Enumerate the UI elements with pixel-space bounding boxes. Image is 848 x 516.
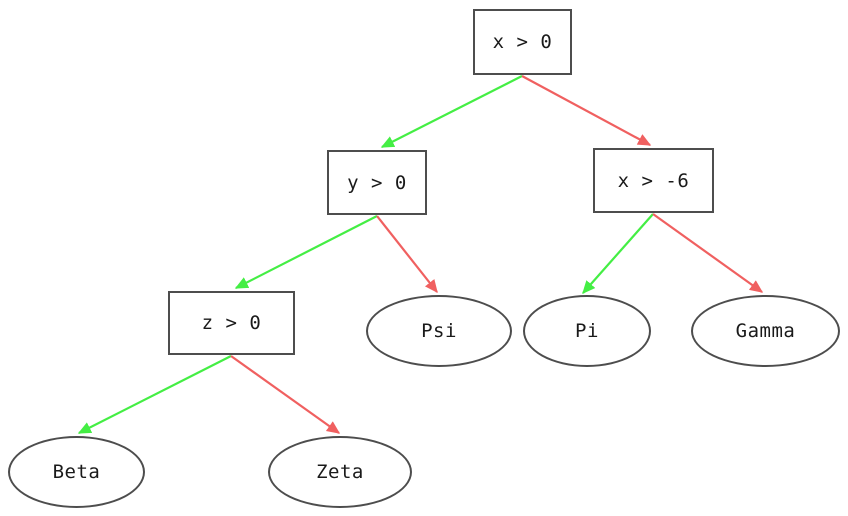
edge-n_x6-to-pi-true	[582, 213, 654, 294]
edge-root-to-n_x6-false	[521, 75, 652, 146]
node-label-beta: Beta	[52, 461, 101, 483]
node-label-n_x6: x > -6	[617, 169, 690, 192]
node-zeta[interactable]: Zeta	[268, 436, 412, 508]
node-n_z[interactable]: z > 0	[168, 291, 295, 355]
node-label-n_z: z > 0	[201, 312, 262, 334]
edge-n_z-to-beta-true	[77, 355, 232, 434]
node-pi[interactable]: Pi	[523, 295, 651, 367]
edge-n_x6-to-gamma-false	[652, 213, 764, 293]
node-label-root: x > 0	[492, 31, 553, 53]
node-label-psi: Psi	[421, 320, 457, 342]
node-label-gamma: Gamma	[735, 320, 796, 342]
node-n_x6[interactable]: x > -6	[593, 148, 714, 213]
node-label-pi: Pi	[575, 320, 599, 342]
node-n_y[interactable]: y > 0	[327, 150, 427, 215]
node-psi[interactable]: Psi	[366, 295, 512, 367]
node-beta[interactable]: Beta	[8, 436, 145, 508]
node-label-zeta: Zeta	[316, 461, 364, 483]
node-gamma[interactable]: Gamma	[691, 295, 840, 367]
edge-root-to-n_y-true	[380, 75, 523, 148]
edges-group	[77, 75, 764, 434]
node-root[interactable]: x > 0	[473, 9, 572, 75]
edge-n_y-to-psi-false	[376, 215, 438, 294]
edge-n_z-to-zeta-false	[230, 355, 341, 434]
edge-n_y-to-n_z-true	[234, 215, 378, 289]
node-label-n_y: y > 0	[347, 171, 407, 194]
